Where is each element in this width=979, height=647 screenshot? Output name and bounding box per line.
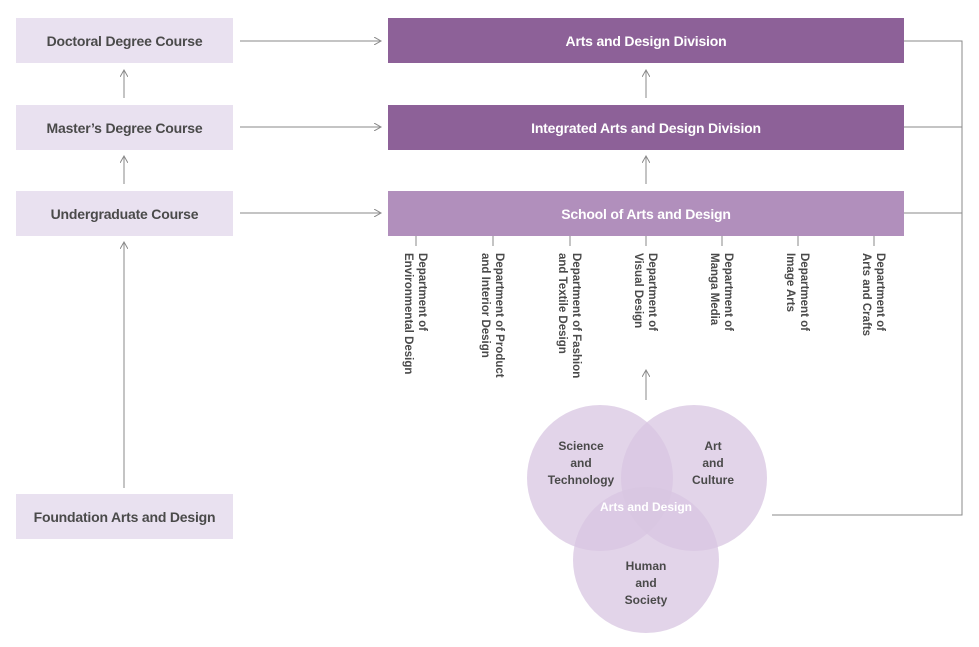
department-image-arts: Department of Image Arts [783, 253, 811, 331]
venn-label-line: Society [624, 593, 668, 607]
department-label-line2: Visual Design [632, 253, 644, 329]
department-label-line2: Image Arts [784, 253, 796, 313]
venn-label-line: Human [625, 559, 667, 573]
venn-label-center: Arts and Design [599, 500, 692, 514]
venn-label-science-technology: Science and Technology [541, 438, 621, 489]
venn-label-human-society: Human and Society [606, 558, 686, 609]
department-label-line2: and Interior Design [479, 253, 491, 358]
department-environmental-design: Department of Environmental Design [401, 253, 429, 374]
venn-label-line: and [635, 576, 657, 590]
department-label-line2: and Textile Design [556, 253, 568, 354]
department-visual-design: Department of Visual Design [631, 253, 659, 331]
department-product-interior-design: Department of Product and Interior Desig… [478, 253, 506, 378]
department-label-line1: Department of [798, 253, 810, 331]
department-label-line1: Department of [874, 253, 886, 331]
division-box: Arts and Design Division [388, 18, 904, 63]
foundation-box: Foundation Arts and Design [16, 494, 233, 539]
department-label-line1: Department of Fashion [570, 253, 582, 379]
venn-label-line: Science [558, 439, 604, 453]
department-label-line1: Department of [646, 253, 658, 331]
doctoral-course-box: Doctoral Degree Course [16, 18, 233, 63]
venn-label-art-culture: Art and Culture [673, 438, 753, 489]
integrated-division-box: Integrated Arts and Design Division [388, 105, 904, 150]
venn-label-line: Culture [692, 473, 734, 487]
department-label-line1: Department of [416, 253, 428, 331]
department-fashion-textile-design: Department of Fashion and Textile Design [555, 253, 583, 378]
department-label-line2: Environmental Design [402, 253, 414, 375]
department-label-line1: Department of [722, 253, 734, 331]
bracket-line [772, 40, 963, 516]
department-manga-media: Department of Manga Media [707, 253, 735, 331]
undergraduate-course-box: Undergraduate Course [16, 191, 233, 236]
department-label-line2: Arts and Crafts [860, 253, 872, 337]
masters-course-box: Master’s Degree Course [16, 105, 233, 150]
school-box: School of Arts and Design [388, 191, 904, 236]
venn-label-line: Technology [547, 473, 615, 487]
department-label-line1: Department of Product [493, 253, 505, 378]
venn-label-line: and [702, 456, 724, 470]
venn-label-line: and [570, 456, 592, 470]
department-label-line2: Manga Media [708, 253, 720, 326]
department-arts-crafts: Department of Arts and Crafts [859, 253, 887, 336]
venn-label-line: Art [704, 439, 722, 453]
venn-circle-human [573, 487, 719, 633]
